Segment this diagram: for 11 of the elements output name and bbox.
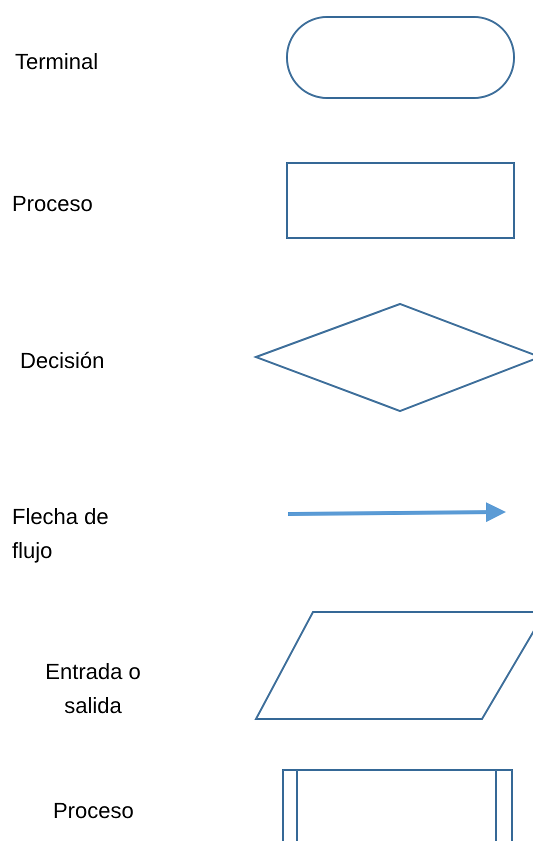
decision-symbol [253, 302, 533, 412]
predefined-process-symbol [282, 769, 513, 841]
input-output-symbol [254, 611, 533, 720]
terminal-symbol [286, 16, 515, 99]
symbol-caption: Proceso [53, 797, 135, 825]
process-symbol [286, 162, 515, 239]
symbol-caption: Flecha de flujo [12, 503, 110, 565]
symbol-caption: Decisión [20, 347, 106, 375]
symbol-caption: Terminal [15, 48, 100, 76]
symbol-caption: Entrada o salida [44, 658, 142, 720]
symbol-caption: Proceso [12, 190, 94, 218]
